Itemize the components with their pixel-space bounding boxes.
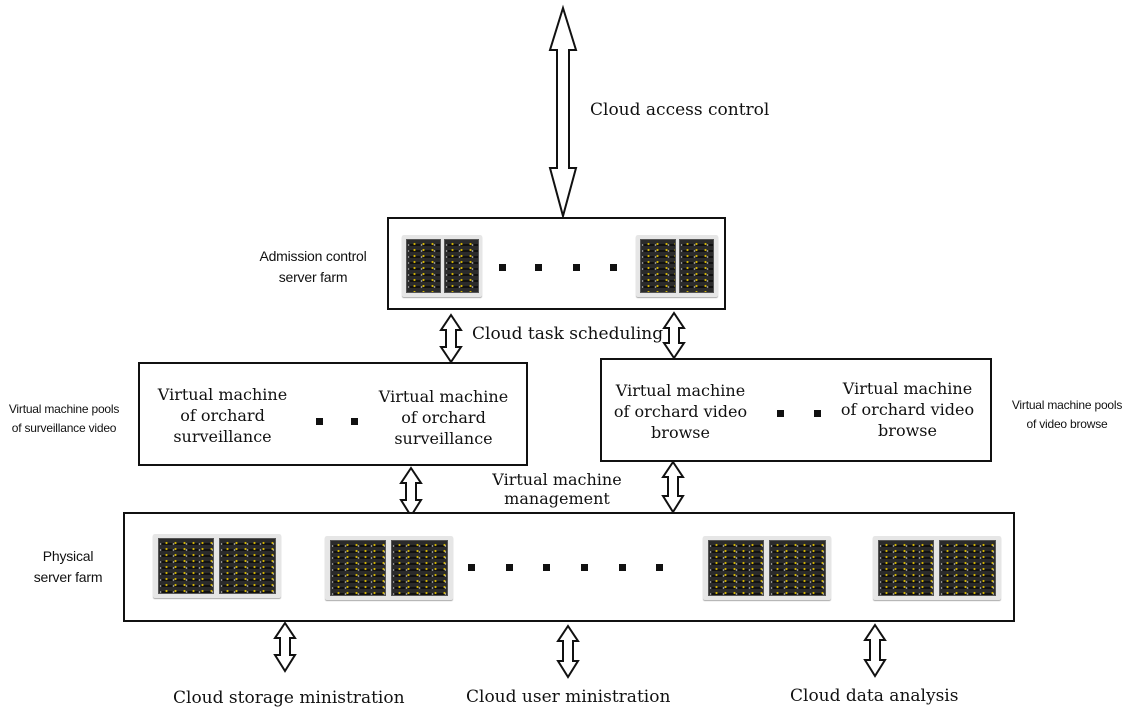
data-arrow-icon — [863, 623, 887, 678]
vm-browse-right: Virtual machine of orchard video browse — [840, 379, 975, 440]
vm-surveillance-right: Virtual machine of orchard surveillance — [378, 387, 509, 448]
server-rack-icon — [703, 536, 831, 600]
ellipsis-dot-icon — [656, 564, 663, 571]
vm-pool-surveillance-box: Virtual machine of orchard surveillance … — [138, 362, 528, 466]
storage-arrow-icon — [273, 621, 297, 673]
vm-surveillance-left: Virtual machine of orchard surveillance — [157, 385, 288, 446]
vm-arrow-right-icon — [661, 460, 685, 514]
server-rack-icon — [873, 536, 1001, 600]
server-rack-icon — [325, 536, 453, 600]
ellipsis-dot-icon — [316, 418, 323, 425]
ellipsis-dot-icon — [506, 564, 513, 571]
vm-browse-left: Virtual machine of orchard video browse — [613, 381, 748, 442]
admission-farm-label: Admission control server farm — [259, 248, 367, 285]
vm-pools-surveillance-label: Virtual machine pools of surveillance vi… — [8, 402, 120, 435]
task-arrow-left-icon — [439, 313, 463, 364]
server-rack-icon — [402, 235, 482, 297]
ellipsis-dot-icon — [581, 564, 588, 571]
ellipsis-dot-icon — [777, 410, 784, 417]
cloud-task-scheduling-label: Cloud task scheduling — [472, 324, 664, 344]
cloud-user-label: Cloud user ministration — [466, 687, 671, 707]
server-rack-icon — [153, 534, 281, 598]
task-arrow-right-icon — [662, 311, 686, 360]
physical-farm-label: Physical server farm — [33, 548, 103, 585]
cloud-access-control-label: Cloud access control — [590, 100, 770, 120]
cloud-access-arrow-icon — [548, 4, 578, 220]
ellipsis-dot-icon — [610, 264, 617, 271]
cloud-data-label: Cloud data analysis — [790, 686, 959, 706]
vm-arrow-left-icon — [399, 466, 423, 518]
physical-server-farm-box — [123, 512, 1015, 622]
user-arrow-icon — [556, 624, 580, 679]
ellipsis-dot-icon — [543, 564, 550, 571]
vm-pools-browse-label: Virtual machine pools of video browse — [1011, 398, 1123, 431]
ellipsis-dot-icon — [619, 564, 626, 571]
cloud-storage-label: Cloud storage ministration — [173, 688, 405, 708]
ellipsis-dot-icon — [573, 264, 580, 271]
vm-management-label: Virtual machine management — [492, 470, 622, 508]
server-rack-icon — [636, 235, 718, 297]
vm-pool-browse-box: Virtual machine of orchard video browse … — [600, 358, 992, 462]
ellipsis-dot-icon — [814, 410, 821, 417]
admission-server-farm-box — [387, 217, 726, 310]
ellipsis-dot-icon — [499, 264, 506, 271]
ellipsis-dot-icon — [351, 418, 358, 425]
ellipsis-dot-icon — [468, 564, 475, 571]
ellipsis-dot-icon — [535, 264, 542, 271]
